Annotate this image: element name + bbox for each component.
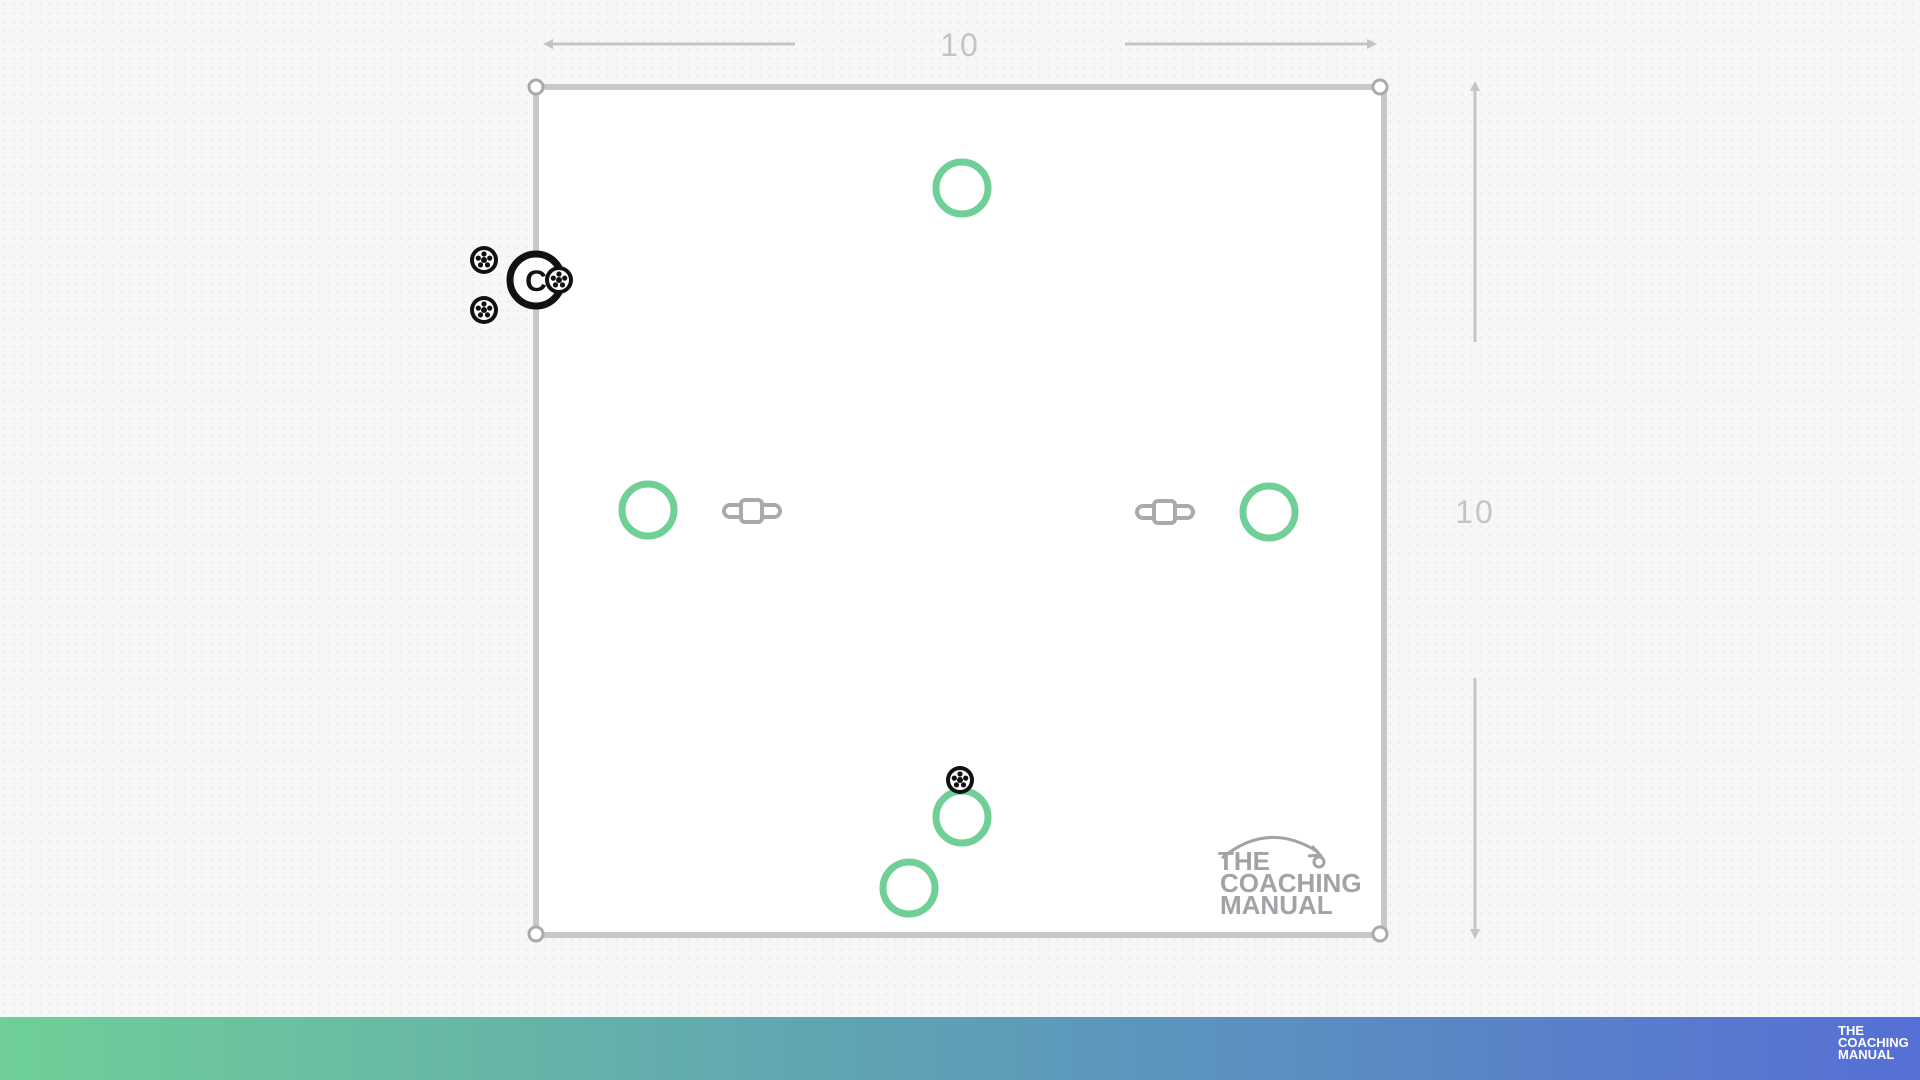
watermark-line3: MANUAL xyxy=(1220,890,1333,920)
corner-marker-bottom-left xyxy=(527,925,545,943)
corner-marker-top-left xyxy=(527,78,545,96)
watermark-ball-icon xyxy=(1312,855,1326,869)
player-right xyxy=(1239,482,1299,542)
width-dimension: 10 xyxy=(543,27,1377,63)
height-label: 10 xyxy=(1455,494,1495,530)
footer-logo-line2: COACHING xyxy=(1838,1035,1909,1050)
watermark-line2: COACHING xyxy=(1220,868,1362,898)
corner-marker-top-right xyxy=(1371,78,1389,96)
coaching-manual-watermark: THE COACHING MANUAL xyxy=(1218,835,1362,920)
coach-label: C xyxy=(525,265,547,298)
corner-marker-bottom-right xyxy=(1371,925,1389,943)
width-label: 10 xyxy=(940,27,980,63)
player-top xyxy=(932,158,992,218)
player-left xyxy=(618,480,678,540)
footer-logo: THE COACHING MANUAL xyxy=(1838,1023,1910,1062)
pitch-area xyxy=(527,78,1389,943)
footer-gradient-bar: THE COACHING MANUAL xyxy=(0,1017,1920,1080)
footer-logo-line1: THE xyxy=(1838,1023,1864,1038)
watermark-line1: THE xyxy=(1218,846,1270,876)
height-dimension: 10 xyxy=(1455,81,1495,939)
coach-ball xyxy=(545,266,573,294)
watermark-arc-icon xyxy=(1221,835,1319,860)
footer-logo-line3: MANUAL xyxy=(1838,1047,1895,1062)
spare-ball-top xyxy=(470,246,498,274)
session-diagram: 10 10 C xyxy=(470,27,1495,943)
mannequin-right xyxy=(1135,499,1195,525)
player-bottom-left xyxy=(879,858,939,918)
spare-ball-bottom xyxy=(470,296,498,324)
mannequin-left xyxy=(722,498,782,524)
field-ball xyxy=(946,766,974,794)
coach-group: C xyxy=(470,246,573,324)
